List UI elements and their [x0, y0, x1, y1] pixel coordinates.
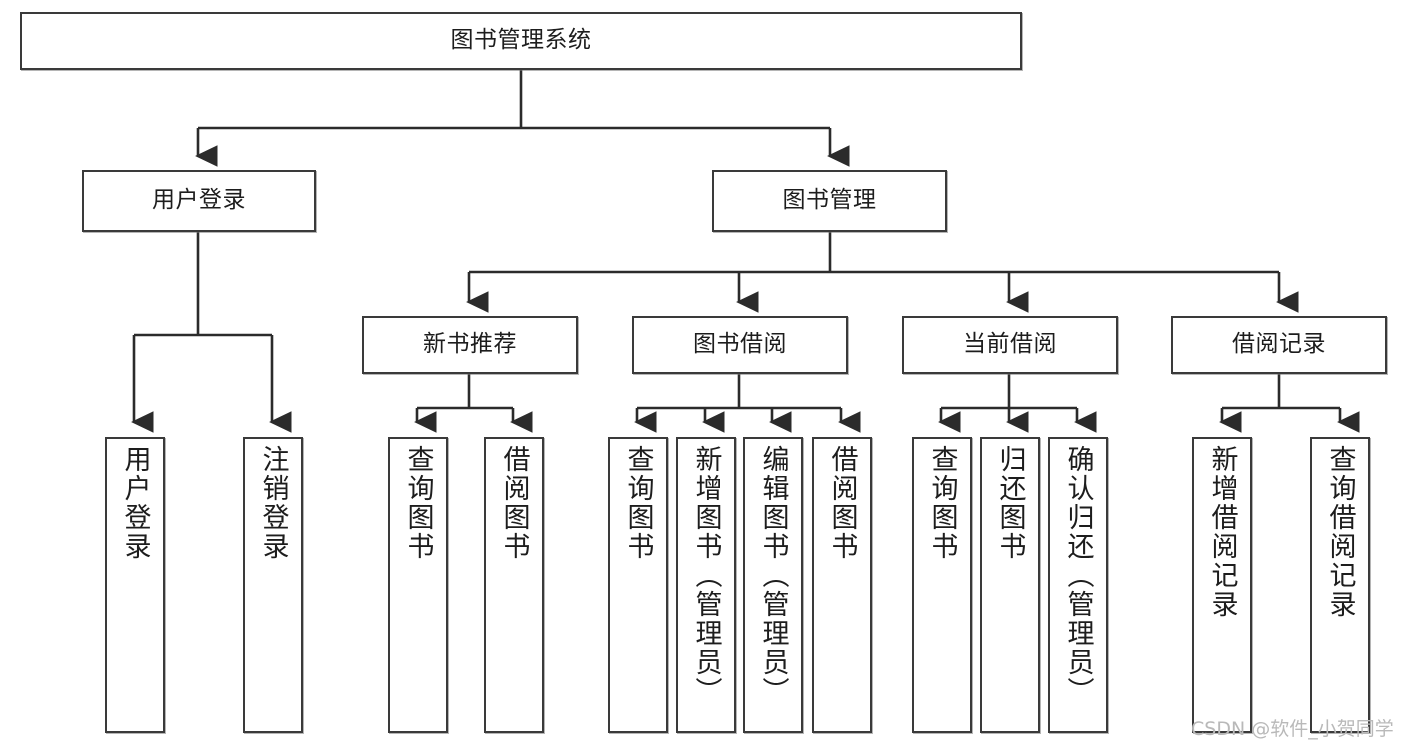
leaf-recommend-borrow-book[interactable]: 借阅图书: [484, 437, 544, 733]
node-user-login[interactable]: 用户登录: [82, 170, 316, 232]
csdn-watermark: CSDN @软件_小贺同学: [1191, 718, 1394, 740]
node-book-management[interactable]: 图书管理: [712, 170, 947, 232]
leaf-current-confirm-return-admin[interactable]: 确认归还（管理员）: [1048, 437, 1108, 733]
node-label: 用户登录: [119, 445, 151, 561]
leaf-user-login-signout[interactable]: 注销登录: [243, 437, 303, 733]
node-label: 用户登录: [152, 187, 246, 214]
leaf-borrow-edit-book-admin[interactable]: 编辑图书（管理员）: [743, 437, 803, 733]
node-root-system[interactable]: 图书管理系统: [20, 12, 1022, 70]
node-label: 图书管理: [782, 187, 877, 214]
node-label: 图书借阅: [693, 331, 787, 358]
node-current-borrow[interactable]: 当前借阅: [902, 316, 1118, 374]
node-book-borrow[interactable]: 图书借阅: [632, 316, 848, 374]
node-borrow-record[interactable]: 借阅记录: [1171, 316, 1387, 374]
leaf-borrow-query-book[interactable]: 查询图书: [608, 437, 668, 733]
node-label: 查询图书: [926, 445, 958, 561]
node-label: 编辑图书（管理员）: [757, 445, 789, 706]
leaf-recommend-query-book[interactable]: 查询图书: [388, 437, 448, 733]
leaf-record-query-record[interactable]: 查询借阅记录: [1310, 437, 1370, 733]
node-label: 查询借阅记录: [1324, 445, 1356, 619]
leaf-borrow-add-book-admin[interactable]: 新增图书（管理员）: [676, 437, 736, 733]
node-label: 借阅图书: [498, 445, 530, 561]
node-label: 归还图书: [994, 445, 1026, 561]
leaf-user-login-signin[interactable]: 用户登录: [105, 437, 165, 733]
leaf-borrow-borrow-book[interactable]: 借阅图书: [812, 437, 872, 733]
node-label: 查询图书: [402, 445, 434, 561]
leaf-current-return-book[interactable]: 归还图书: [980, 437, 1040, 733]
node-label: 新书推荐: [423, 331, 517, 358]
node-label: 注销登录: [257, 445, 289, 561]
leaf-record-add-record[interactable]: 新增借阅记录: [1192, 437, 1252, 733]
node-label: 新增借阅记录: [1206, 445, 1238, 619]
node-label: 当前借阅: [963, 331, 1057, 358]
node-label: 确认归还（管理员）: [1062, 445, 1094, 706]
leaf-current-query-book[interactable]: 查询图书: [912, 437, 972, 733]
node-label: 查询图书: [622, 445, 654, 561]
node-new-book-recommend[interactable]: 新书推荐: [362, 316, 578, 374]
node-label: 借阅记录: [1232, 331, 1326, 358]
node-label: 新增图书（管理员）: [690, 445, 722, 706]
node-label: 借阅图书: [826, 445, 858, 561]
node-label: 图书管理系统: [450, 27, 592, 54]
